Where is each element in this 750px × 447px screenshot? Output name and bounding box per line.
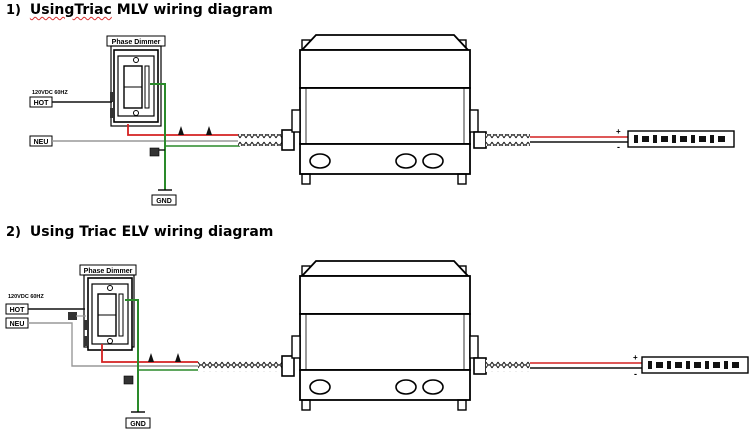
diagram-1-title-word: UsingTriac bbox=[29, 2, 112, 18]
diagram-1: Phase Dimmer 120VDC 60HZ HOT NEU GND bbox=[29, 34, 735, 206]
neu-label: NEU bbox=[34, 139, 49, 146]
supply-label: 120VDC 60HZ bbox=[32, 90, 68, 96]
led-strip-2 bbox=[641, 356, 749, 374]
diagram-2-title: 2) Using Triac ELV wiring diagram bbox=[6, 224, 273, 240]
hot-label-2: HOT bbox=[10, 307, 26, 314]
phase-dimmer-label-2: Phase Dimmer bbox=[84, 268, 133, 275]
output-cable-2 bbox=[486, 360, 530, 372]
gnd-label-box bbox=[151, 194, 177, 206]
plus-label-2: + bbox=[633, 353, 638, 362]
phase-dimmer-label: Phase Dimmer bbox=[112, 39, 161, 46]
led-strip bbox=[627, 130, 735, 148]
dimmer-switch-2 bbox=[83, 277, 133, 351]
minus-label-2: - bbox=[634, 369, 637, 379]
gnd-label: GND bbox=[156, 198, 172, 205]
dimmer-switch bbox=[109, 49, 159, 123]
output-cable bbox=[486, 134, 530, 146]
diagram-2-number: 2) bbox=[6, 225, 21, 240]
input-cable bbox=[238, 134, 282, 146]
diagram-1-number: 1) bbox=[6, 3, 21, 18]
input-cable-2 bbox=[198, 360, 282, 372]
supply-label-2: 120VDC 60HZ bbox=[8, 294, 44, 300]
gnd-label-2: GND bbox=[130, 421, 146, 428]
driver-box bbox=[291, 34, 479, 185]
diagram-1-title: 1) UsingTriac MLV wiring diagram bbox=[6, 2, 273, 18]
diagram-2-title-text: Using Triac ELV wiring diagram bbox=[29, 224, 274, 240]
diagram-2: Phase Dimmer 120VDC 60HZ HOT NEU GND + - bbox=[5, 260, 749, 429]
diagram-1-title-rest: MLV wiring diagram bbox=[116, 2, 273, 18]
hot-label: HOT bbox=[34, 100, 50, 107]
gnd-label-box-2 bbox=[125, 417, 151, 429]
driver-box-2 bbox=[291, 260, 479, 411]
neu-label-2: NEU bbox=[10, 321, 25, 328]
plus-label: + bbox=[616, 127, 621, 136]
minus-label: - bbox=[617, 142, 620, 152]
